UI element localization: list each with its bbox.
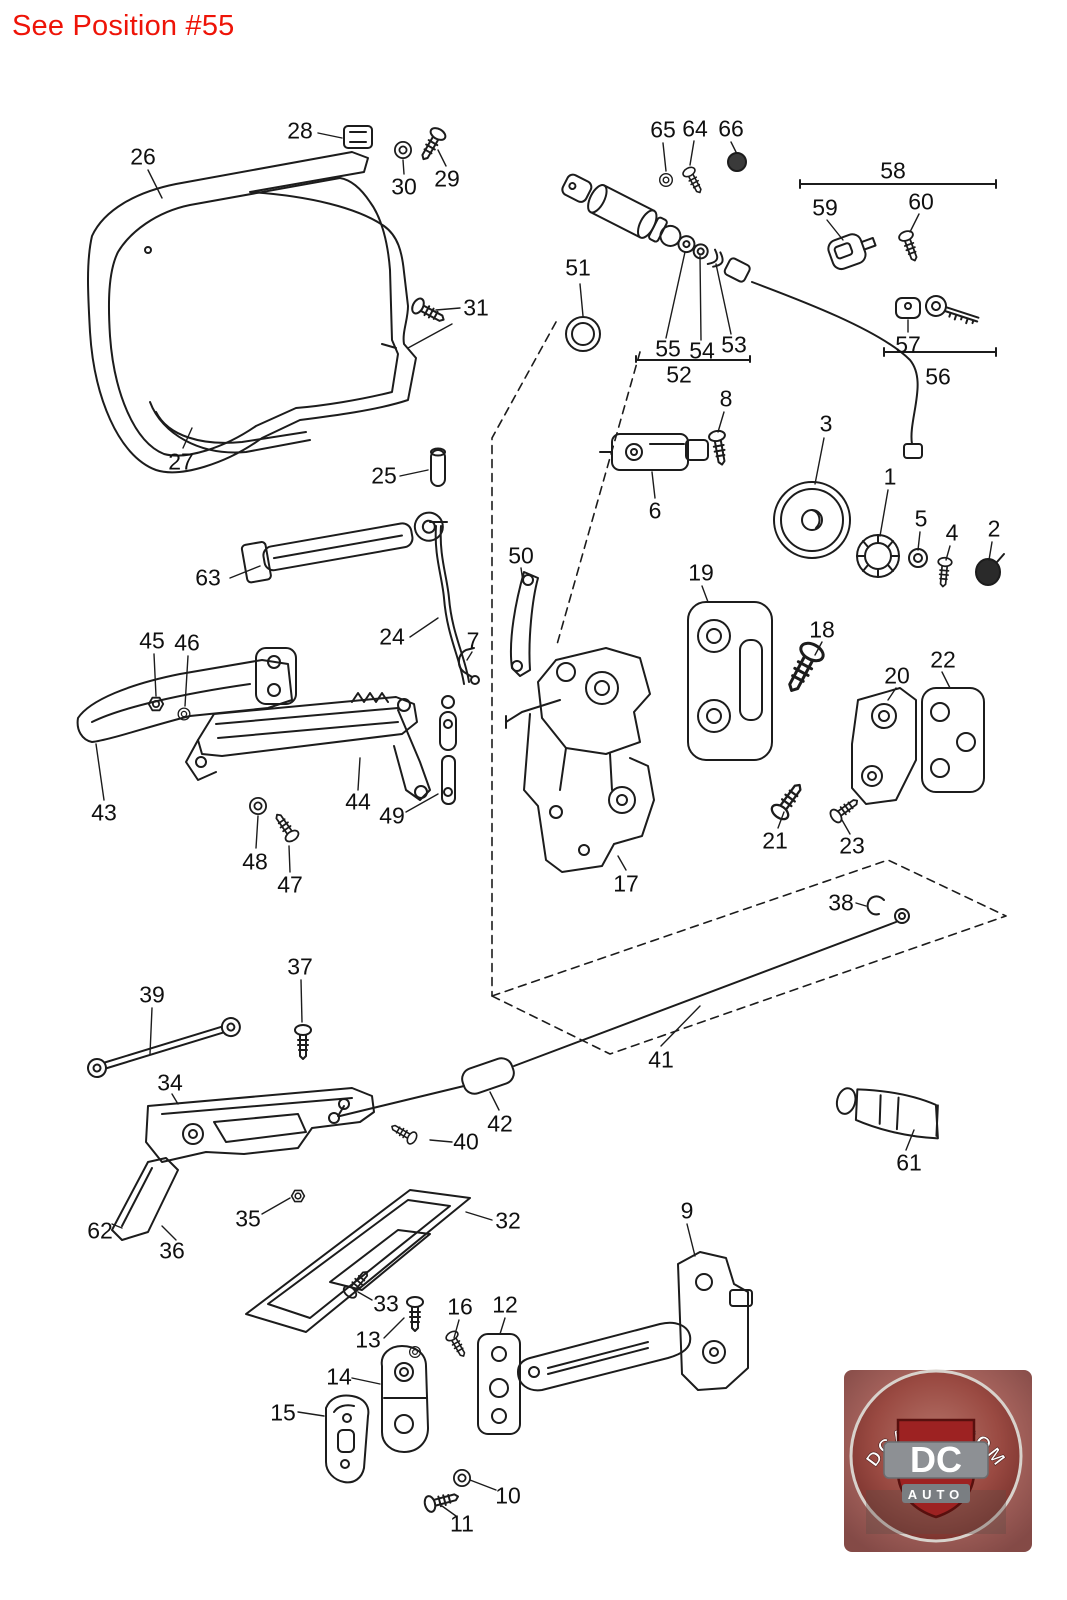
link-39-art — [87, 1017, 312, 1078]
door-latch-art — [439, 647, 655, 873]
lever-art — [509, 571, 539, 677]
hinge-hardware-art — [325, 1296, 472, 1515]
bracket-rod-art — [240, 447, 480, 685]
lock-cylinder-art — [491, 152, 923, 997]
grease-tube-art — [835, 1087, 939, 1140]
lock-knob-bracket-art — [599, 428, 731, 471]
pulley-art — [773, 481, 1005, 588]
leader-lines — [95, 132, 993, 1517]
inner-handle-art — [111, 1087, 471, 1333]
logo-auto-text: AUTO — [908, 1487, 965, 1502]
striker-art — [687, 601, 985, 826]
door-check-art — [443, 1251, 753, 1435]
panel-clip-art — [343, 125, 373, 149]
cable-art — [328, 859, 1007, 1124]
keys-art — [799, 179, 997, 357]
logo-dc-text: DC — [910, 1439, 962, 1480]
position-note: See Position #55 — [12, 10, 235, 42]
outer-handle-art — [76, 647, 431, 845]
door-panel-art — [87, 124, 453, 474]
